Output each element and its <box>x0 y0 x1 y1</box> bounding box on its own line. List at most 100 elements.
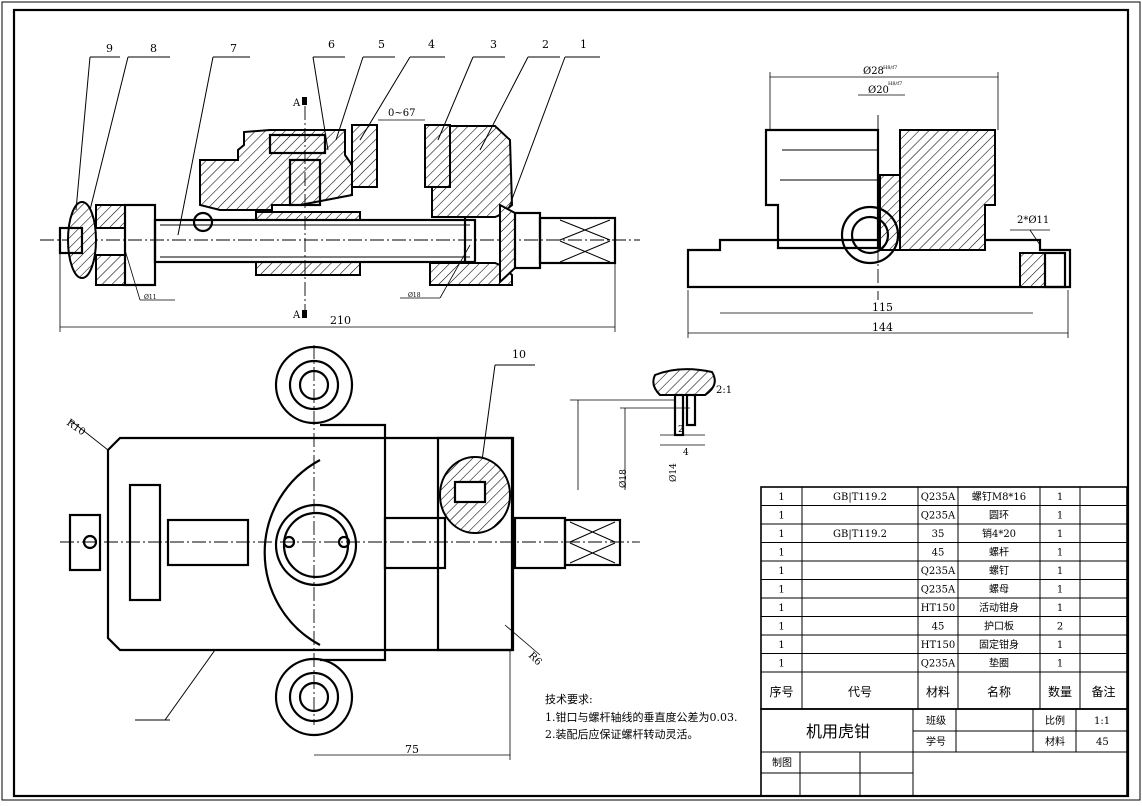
bom-cell-material: Q235A <box>921 566 956 577</box>
drawing-name: 机用虎钳 <box>806 722 870 741</box>
bom-cell-qty: 1 <box>1057 640 1063 651</box>
left-end-upper <box>95 204 126 229</box>
bom-header-cell: 材料 <box>926 685 950 699</box>
bom-cell-no: 1 <box>778 585 784 596</box>
bom-cell-qty: 1 <box>1057 659 1063 670</box>
bom-cell-no: 1 <box>778 548 784 559</box>
right-shaft <box>513 211 542 270</box>
bom-cell-name: 圆环 <box>989 510 1009 522</box>
square-drive <box>538 216 617 265</box>
bom-header-cell: 代号 <box>848 685 872 699</box>
balloon-9: 9 <box>106 42 113 55</box>
dim-detail-2: 2 <box>678 425 684 435</box>
bom-cell-qty: 1 <box>1057 566 1063 577</box>
bom-cell-no: 1 <box>778 566 784 577</box>
bom-cell-material: Q235A <box>921 585 956 596</box>
nut-top <box>255 211 361 221</box>
notes-line-2: 2.装配后应保证螺杆转动灵活。 <box>545 727 699 741</box>
bom-cell-name: 螺钉 <box>989 565 1009 577</box>
scale-value: 1:1 <box>1094 716 1110 727</box>
material-value: 45 <box>1096 737 1109 748</box>
dim-144: 144 <box>872 321 893 334</box>
bom-cell-no: 1 <box>778 659 784 670</box>
notes-line-1: 1.钳口与螺杆轴线的垂直度公差为0.03. <box>545 710 737 724</box>
bom-cell-no: 1 <box>778 603 784 614</box>
balloon-2: 2 <box>542 38 549 51</box>
side-screw-circle <box>840 205 900 265</box>
bom-cell-qty: 1 <box>1057 548 1063 559</box>
jaw-plate-right <box>424 124 451 188</box>
plan-view: R10 R6 75 <box>60 345 640 760</box>
dim-210: 210 <box>330 314 351 327</box>
bom-cell-material: 45 <box>932 548 945 559</box>
nut-circle <box>274 503 358 587</box>
jaw-plate-left <box>351 124 378 188</box>
bom-cell-no: 1 <box>778 492 784 503</box>
bom-cell-name: 螺钉M8*16 <box>972 491 1026 503</box>
bom-cell-no: 1 <box>778 529 784 540</box>
balloon-1: 1 <box>580 38 587 51</box>
technical-notes: 技术要求: 1.钳口与螺杆轴线的垂直度公差为0.03. 2.装配后应保证螺杆转动… <box>545 693 737 741</box>
screw-rod <box>153 218 477 264</box>
side-base <box>686 238 1072 289</box>
dim-detail-4: 4 <box>683 448 689 458</box>
bom-cell-code: GB|T119.2 <box>833 492 887 503</box>
bom-cell-qty: 2 <box>1057 622 1063 633</box>
dim-jaw-opening: 0~67 <box>388 108 415 119</box>
dim-r10: R10 <box>64 417 87 438</box>
detail-ring <box>652 368 716 396</box>
balloon-5: 5 <box>378 38 385 51</box>
balloon-leaders: 9 8 7 6 5 4 3 2 1 10 <box>75 38 600 491</box>
balloon-6: 6 <box>328 38 335 51</box>
bom-cell-name: 销4*20 <box>982 527 1016 540</box>
bom-cell-material: HT150 <box>921 603 955 614</box>
front-section-view: A A 0~67 210 Ø11 Ø18 <box>40 97 640 332</box>
drawn-by-label: 制图 <box>772 756 792 769</box>
bom-cell-name: 固定钳身 <box>979 638 1019 651</box>
bom-cell-material: HT150 <box>921 640 955 651</box>
title-block: 机用虎钳 班级 学号 比例 1:1 材料 45 制图 <box>760 708 1128 797</box>
bom-cell-qty: 1 <box>1057 492 1063 503</box>
pin-hole <box>192 211 214 233</box>
notes-heading: 技术要求: <box>545 693 593 706</box>
dim-side-dia-small-fit: H8/f7 <box>888 81 902 87</box>
moving-jaw-body <box>199 129 353 211</box>
scale-label: 比例 <box>1045 714 1065 727</box>
lug-bottom <box>274 657 354 737</box>
balloon-4: 4 <box>428 38 435 51</box>
bom-cell-material: Q235A <box>921 659 956 670</box>
dim-115: 115 <box>872 301 893 314</box>
bom-cell-name: 活动钳身 <box>979 601 1019 614</box>
class-label: 班级 <box>926 715 946 727</box>
bom-cell-qty: 1 <box>1057 603 1063 614</box>
material-label: 材料 <box>1045 735 1065 748</box>
balloon-7: 7 <box>230 42 237 55</box>
bom-cell-name: 垫圈 <box>989 657 1009 670</box>
left-end-lower <box>95 254 126 286</box>
side-body-left <box>764 128 880 250</box>
plan-slot <box>128 483 162 602</box>
dim-holes: 2*Ø11 <box>1017 215 1049 226</box>
side-view: Ø28 H8/f7 Ø20 H8/f7 115 144 2*Ø11 <box>686 65 1072 338</box>
screw-head <box>268 133 327 155</box>
nut-bottom <box>255 261 361 276</box>
bom-cell-material: Q235A <box>921 511 956 522</box>
bom-cell-no: 1 <box>778 622 784 633</box>
bom-cell-name: 螺母 <box>989 584 1009 596</box>
bom-cell-name: 护口板 <box>984 620 1014 633</box>
balloon-10: 10 <box>512 348 526 361</box>
balloon-8: 8 <box>150 42 157 55</box>
bom-cell-qty: 1 <box>1057 585 1063 596</box>
dim-side-dia-small: Ø20 <box>868 85 889 96</box>
bom-header-cell: 序号 <box>769 684 793 699</box>
sheet-inner-border <box>12 8 1130 798</box>
bom-cell-no: 1 <box>778 640 784 651</box>
bom-cell-material: 35 <box>932 529 945 540</box>
side-body-section <box>899 129 996 251</box>
dim-side-dia-large: Ø28 <box>863 66 884 77</box>
bom-cell-material: 45 <box>932 622 945 633</box>
bom-cell-name: 螺杆 <box>989 547 1009 559</box>
